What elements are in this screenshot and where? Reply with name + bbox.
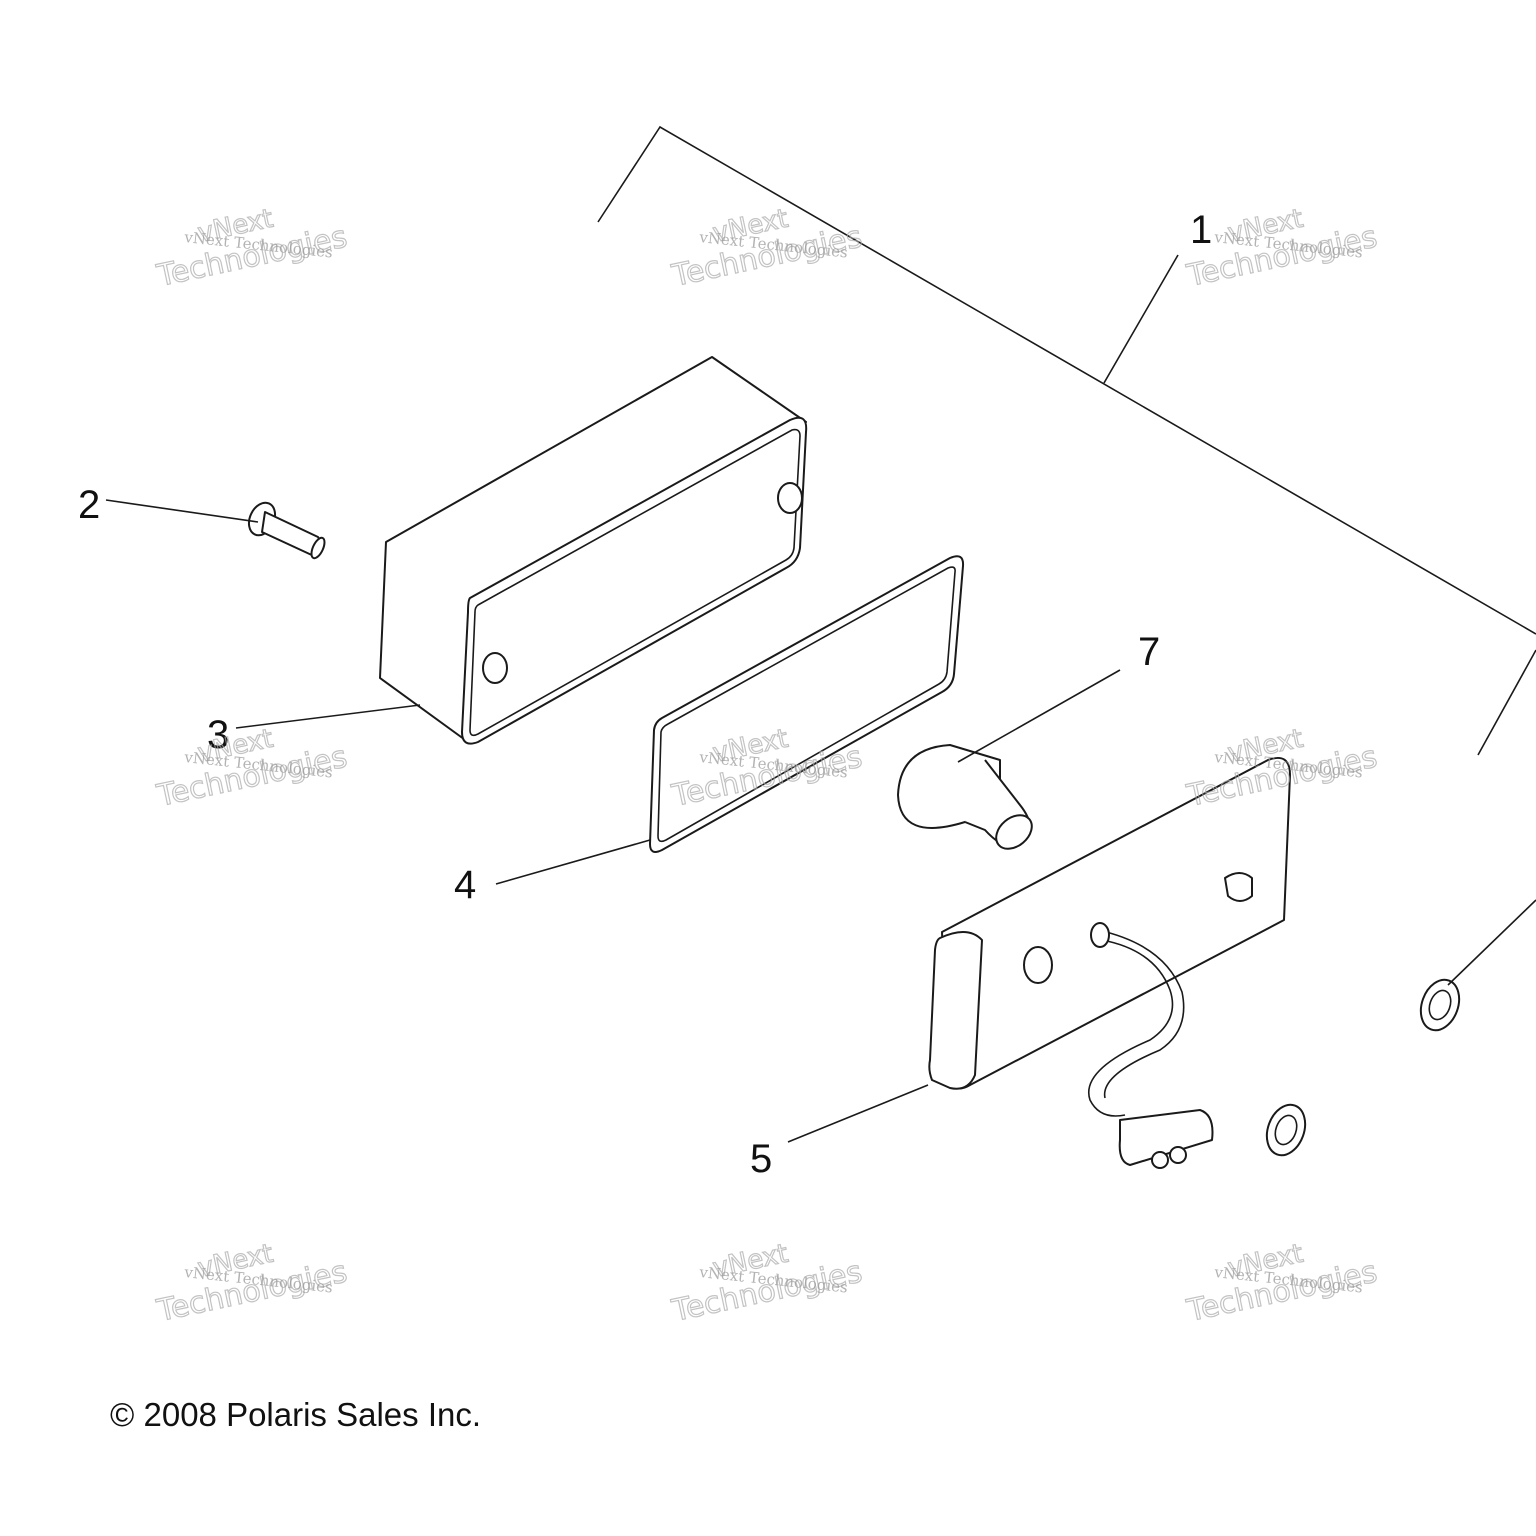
callout-4: 4 [454,863,476,907]
callout-7: 7 [1138,630,1160,674]
callout-3: 3 [207,713,229,757]
callout-1: 1 [1190,208,1212,252]
callout-5: 5 [750,1137,772,1181]
base-plate-part [928,756,1291,1169]
lamp-housing-part [379,356,808,745]
nut-part-right [1419,978,1461,1032]
bulb-part [897,744,1033,850]
screw-part [247,501,326,560]
nut-part-lower [1265,1103,1307,1157]
callout-2: 2 [78,483,100,527]
assembly-bracket [597,125,1536,756]
gasket-part [649,555,965,853]
copyright-text: © 2008 Polaris Sales Inc. [110,1396,482,1433]
